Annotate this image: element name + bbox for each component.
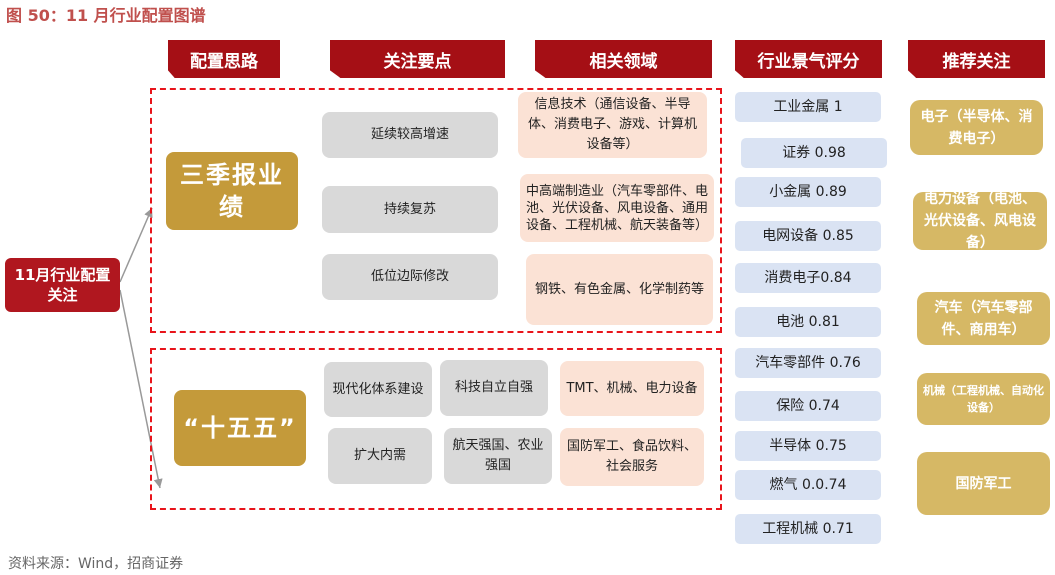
root-node: 11月行业配置关注 [5,258,120,312]
score-item: 半导体 0.75 [735,431,881,461]
score-item: 电池 0.81 [735,307,881,337]
field-defense-consumer: 国防军工、食品饮料、社会服务 [560,428,704,486]
point-tech-self-reliance: 科技自立自强 [440,360,548,416]
header-prosperity-score: 行业景气评分 [735,40,882,78]
figure-title: 图 50：11 月行业配置图谱 [6,6,206,25]
header-related-fields: 相关领域 [535,40,712,78]
score-item: 电网设备 0.85 [735,221,881,251]
source-note: 资料来源：Wind，招商证券 [8,556,184,572]
score-item: 燃气 0.0.74 [735,470,881,500]
field-advanced-manufacturing: 中高端制造业（汽车零部件、电池、光伏设备、风电设备、通用设备、工程机械、航天装备… [520,174,714,242]
recommend-machinery: 机械（工程机械、自动化设备） [917,373,1050,425]
header-recommend: 推荐关注 [908,40,1045,78]
recommend-power-equipment: 电力设备（电池、光伏设备、风电设备） [913,191,1047,251]
point-aerospace-agriculture: 航天强国、农业强国 [444,428,552,484]
field-it: 信息技术（通信设备、半导体、消费电子、游戏、计算机设备等） [518,92,707,158]
header-allocation-idea: 配置思路 [168,40,280,78]
header-focus-points: 关注要点 [330,40,505,78]
recommend-electronics: 电子（半导体、消费电子） [910,100,1043,155]
point-high-growth: 延续较高增速 [322,112,498,158]
point-low-margin-repair: 低位边际修改 [322,254,498,300]
score-item: 证券 0.98 [741,138,887,168]
score-item: 消费电子0.84 [735,263,881,293]
group-q3-earnings-frame [150,88,722,333]
score-item: 汽车零部件 0.76 [735,348,881,378]
15th-fyp-node: “十五五” [174,390,306,466]
field-tmt: TMT、机械、电力设备 [560,361,704,416]
score-item: 工程机械 0.71 [735,514,881,544]
score-item: 小金属 0.89 [735,177,881,207]
point-domestic-demand: 扩大内需 [328,428,432,484]
score-item: 保险 0.74 [735,391,881,421]
recommend-defense: 国防军工 [917,452,1050,515]
group-15th-fyp-frame [150,348,722,510]
point-recovery: 持续复苏 [322,186,498,233]
point-modern-system: 现代化体系建设 [324,362,432,417]
field-materials: 钢铁、有色金属、化学制药等 [526,254,713,325]
score-item: 工业金属 1 [735,92,881,122]
recommend-auto: 汽车（汽车零部件、商用车） [917,292,1050,345]
q3-earnings-node: 三季报业绩 [166,152,298,230]
